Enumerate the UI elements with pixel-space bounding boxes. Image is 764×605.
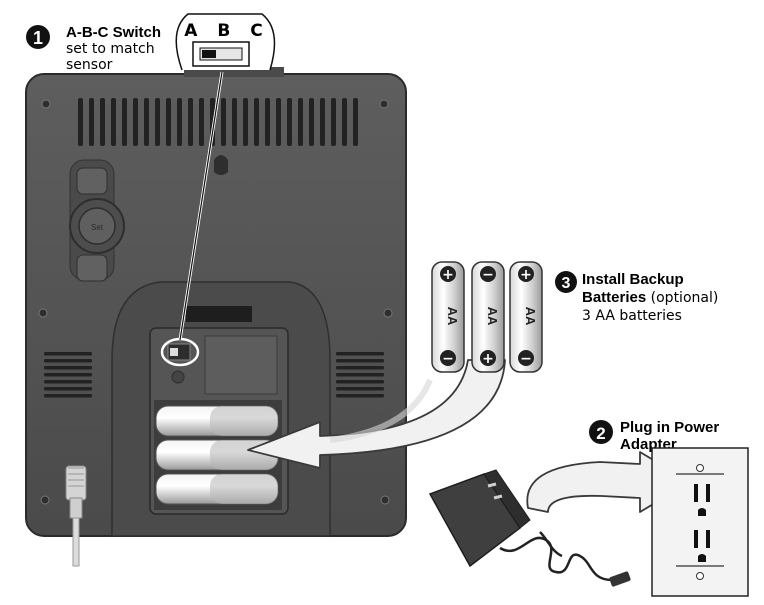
step-3-number: 3	[562, 275, 571, 292]
vent-slot	[243, 98, 248, 146]
vent-slot	[166, 98, 171, 146]
step-3-title-bold: Batteries	[582, 289, 646, 306]
step-1-number: 1	[33, 28, 43, 48]
step-1-badge	[26, 25, 50, 49]
vent-slot	[188, 98, 193, 146]
loose-batteries: + − AA − + AA + − AA	[431, 261, 543, 373]
negative-terminal-label: −	[520, 351, 532, 367]
vent-slot	[111, 98, 116, 146]
set-button-label: Set	[91, 223, 104, 232]
vent-slot	[336, 380, 384, 384]
set-button[interactable]	[78, 207, 116, 245]
vent-slot	[177, 98, 182, 146]
vent-slot	[336, 387, 384, 391]
vent-slot	[44, 366, 92, 370]
vent-slot	[336, 352, 384, 356]
step-1-title: A-B-C Switch	[66, 24, 161, 41]
vent-slot	[44, 359, 92, 363]
vent-slot	[144, 98, 149, 146]
vent-slot	[287, 98, 292, 146]
vent-slot	[199, 98, 204, 146]
outlet-socket-top[interactable]	[694, 484, 710, 516]
installed-batteries	[155, 405, 279, 505]
vent-slot	[78, 98, 83, 146]
step-3-badge	[555, 271, 577, 293]
aa-battery: + − AA	[431, 261, 465, 373]
aa-label: AA	[445, 307, 460, 326]
vent-slot	[44, 352, 92, 356]
vent-slot	[44, 387, 92, 391]
negative-terminal-label: −	[482, 267, 494, 283]
step-3-title-line1: Install Backup	[582, 271, 684, 288]
step-1-line3: sensor	[66, 57, 113, 73]
positive-terminal-label: +	[482, 351, 494, 367]
vent-slot	[155, 98, 160, 146]
vent-slot	[336, 394, 384, 398]
adapter-cord	[499, 536, 613, 582]
vent-slot	[336, 366, 384, 370]
vent-slot	[89, 98, 94, 146]
step-2-badge	[589, 420, 613, 444]
vent-slot	[298, 98, 303, 146]
outlet-socket-bottom[interactable]	[694, 530, 710, 562]
vent-slot	[336, 373, 384, 377]
switch-letters: A B C	[184, 21, 269, 41]
aa-battery: + − AA	[509, 261, 543, 373]
aa-label: AA	[523, 307, 538, 326]
up-button[interactable]	[76, 167, 108, 195]
vent-slot	[331, 98, 336, 146]
vent-slot	[336, 359, 384, 363]
aa-label: AA	[485, 307, 500, 326]
vent-slot	[221, 98, 226, 146]
vent-slot	[44, 380, 92, 384]
vent-slot	[254, 98, 259, 146]
vent-slot	[320, 98, 325, 146]
vent-slot	[232, 98, 237, 146]
aa-battery: − + AA	[471, 261, 505, 373]
right-vent	[336, 352, 384, 398]
vent-slot	[44, 394, 92, 398]
wall-outlet	[651, 447, 749, 597]
vent-slot	[309, 98, 314, 146]
step-3-title-rest: (optional)	[646, 290, 718, 306]
weather-station-back: Set	[25, 67, 407, 567]
arrow-batteries-to-device	[247, 359, 506, 469]
power-cord	[65, 465, 87, 567]
vent-slot	[100, 98, 105, 146]
step-1-line2: set to match	[66, 41, 155, 57]
vent-slot	[265, 98, 270, 146]
left-vent	[44, 352, 92, 398]
step-3-callout: 3 Install Backup Batteries (optional) 3 …	[555, 271, 718, 324]
step-2-title-line1: Plug in Power	[620, 419, 719, 436]
vent-slot	[122, 98, 127, 146]
step-1-callout: 1 A-B-C Switch set to match sensor A B C	[26, 13, 276, 73]
step-2-number: 2	[596, 424, 605, 443]
step-3-line3: 3 AA batteries	[582, 308, 682, 324]
negative-terminal-label: −	[442, 351, 454, 367]
positive-terminal-label: +	[442, 267, 454, 283]
button-panel: Set	[69, 159, 125, 282]
positive-terminal-label: +	[520, 267, 532, 283]
down-button[interactable]	[76, 254, 108, 282]
vent-slot	[353, 98, 358, 146]
power-adapter	[428, 469, 631, 587]
leader-line	[179, 71, 223, 341]
vent-slot	[342, 98, 347, 146]
vent-slot	[133, 98, 138, 146]
vent-slot	[276, 98, 281, 146]
step-3-title-line2: Batteries (optional)	[582, 289, 718, 306]
vent-slot	[44, 373, 92, 377]
